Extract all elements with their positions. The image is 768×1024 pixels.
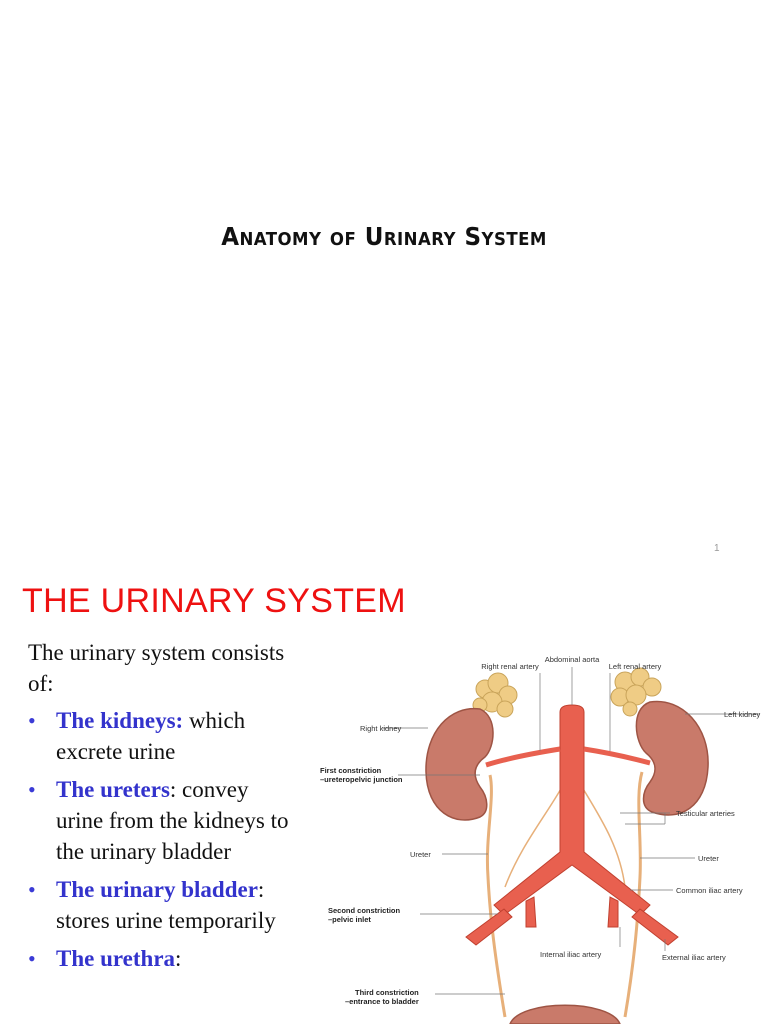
leader-lines [382, 667, 760, 995]
left-ureter [623, 771, 644, 1018]
page-number: 1 [714, 543, 720, 554]
label-first-constriction-sub: –ureteropelvic junction [320, 775, 403, 784]
testicular-artery-right [504, 786, 563, 888]
label-testicular-arteries: Testicular arteries [676, 809, 735, 818]
bullet-icon: • [28, 708, 36, 733]
term-urethra: The urethra [56, 946, 176, 971]
internal-iliac-artery-left [607, 896, 619, 928]
right-adrenal-gland [472, 672, 518, 718]
desc-urethra: : [175, 946, 182, 971]
label-right-kidney: Right kidney [360, 724, 402, 733]
title-slide: Anatomy of Urinary System 1 [221, 222, 720, 554]
bullet-icon: • [28, 777, 36, 802]
list-item: • The kidneys: which excrete urine [28, 705, 298, 767]
label-left-renal-artery: Left renal artery [609, 662, 662, 671]
label-abdominal-aorta: Abdominal aorta [545, 655, 600, 664]
right-renal-artery [485, 746, 561, 768]
urinary-system-diagram: Abdominal aorta Right renal artery Left … [320, 655, 761, 1024]
label-ureter-right: Ureter [410, 850, 431, 859]
label-right-renal-artery: Right renal artery [481, 662, 539, 671]
label-third-constriction: Third constriction [355, 988, 419, 997]
desc-bladder: : stores urine temporarily [56, 877, 276, 933]
right-ureter [485, 774, 507, 1018]
list-item: • The ureters: convey urine from the kid… [28, 774, 298, 867]
intro-text: The urinary system consists of: [28, 640, 285, 696]
body-text: The urinary system consists of: • The ki… [28, 637, 298, 981]
right-kidney [425, 707, 494, 821]
desc-ureters: : convey urine from the kidneys to the u… [56, 777, 289, 864]
left-adrenal-gland [610, 667, 662, 717]
external-iliac-artery-right [465, 908, 513, 946]
left-renal-artery [583, 746, 651, 766]
testicular-artery-left [581, 786, 626, 888]
list-item: • The urethra: [28, 943, 298, 974]
term-bladder: The urinary bladder [56, 877, 258, 902]
list-item: • The urinary bladder: stores urine temp… [28, 874, 298, 936]
term-ureters: The ureters [56, 777, 170, 802]
label-second-constriction: Second constriction [328, 906, 401, 915]
abdominal-aorta [493, 704, 651, 916]
term-kidneys: The kidneys: [56, 708, 184, 733]
label-third-constriction-sub: –entrance to bladder [345, 997, 419, 1006]
external-iliac-artery-left [631, 908, 679, 946]
content-slide: THE URINARY SYSTEM The urinary system co… [0, 565, 768, 1024]
bullet-icon: • [28, 877, 36, 902]
label-left-kidney: Left kidney [724, 710, 761, 719]
label-internal-iliac-artery: Internal iliac artery [540, 950, 602, 959]
label-second-constriction-sub: –pelvic inlet [328, 915, 371, 924]
label-external-iliac-artery: External iliac artery [662, 953, 726, 962]
internal-iliac-artery-right [525, 896, 537, 928]
desc-kidneys: which excrete urine [56, 708, 246, 764]
bullet-icon: • [28, 946, 36, 971]
component-list: • The kidneys: which excrete urine • The… [28, 705, 298, 974]
left-kidney [635, 700, 709, 816]
label-ureter-left: Ureter [698, 854, 719, 863]
section-title: THE URINARY SYSTEM [22, 582, 406, 620]
label-common-iliac-artery: Common iliac artery [676, 886, 743, 895]
urinary-bladder [509, 1004, 621, 1024]
slide-title: Anatomy of Urinary System [221, 222, 547, 251]
label-first-constriction: First constriction [320, 766, 382, 775]
